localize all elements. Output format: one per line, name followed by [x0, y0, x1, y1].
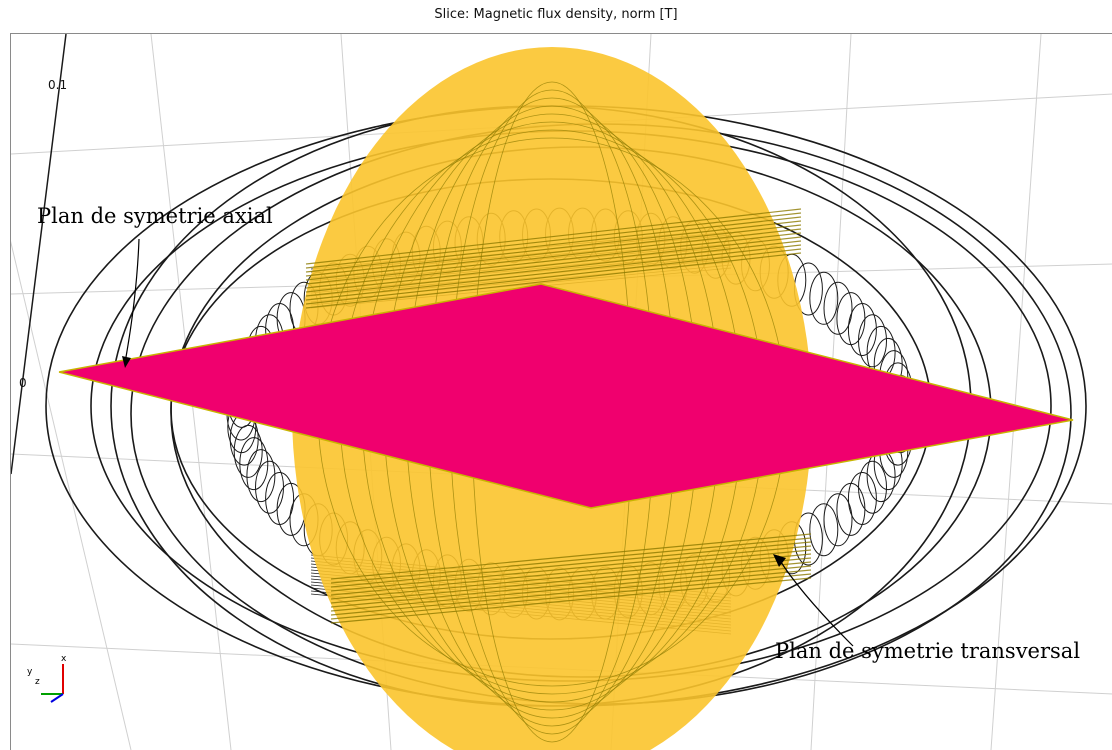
overlay-band	[330, 537, 812, 584]
coil-turn	[265, 472, 295, 525]
overlay-band	[305, 220, 802, 277]
coil-turn	[246, 449, 276, 503]
overlay-band	[305, 252, 802, 309]
coil-turn	[823, 281, 853, 335]
triad-y-label: y	[27, 667, 33, 677]
overlay-band	[305, 224, 802, 281]
overlay-band	[330, 541, 812, 588]
coil-turn	[809, 503, 839, 557]
overlay-band	[330, 549, 812, 596]
coil-turn	[809, 271, 839, 325]
overlay-band	[305, 216, 802, 273]
coil-turn	[858, 314, 887, 368]
scene-canvas	[11, 34, 1112, 750]
overlay-band	[305, 240, 802, 297]
plot-title: Slice: Magnetic flux density, norm [T]	[434, 7, 678, 22]
grid-line	[990, 34, 1042, 750]
triad-z-label: z	[35, 677, 40, 687]
axial-symmetry-plane	[59, 284, 1073, 508]
grid-line	[11, 240, 132, 750]
coil-turn	[847, 472, 877, 525]
overlay-band	[330, 533, 812, 580]
coil-turn	[847, 303, 877, 356]
axis-tick-zero: 0	[19, 376, 27, 390]
arrowhead-axial	[122, 356, 131, 368]
overlay-band	[330, 573, 812, 620]
annotation-arrows	[122, 238, 854, 647]
3d-viewport[interactable]: 0.1 0 Plan de symetrie axial Plan de sym…	[10, 33, 1112, 750]
axis-line	[11, 34, 67, 475]
triad-z-axis	[50, 693, 64, 703]
overlay-band	[330, 545, 812, 592]
annotation-transversal-plane: Plan de symetrie transversal	[775, 639, 1081, 663]
overlay-band	[330, 565, 812, 612]
arrow-transversal	[778, 558, 854, 647]
coil-turn	[255, 460, 284, 514]
overlay-band	[305, 228, 802, 285]
overlay-band	[305, 244, 802, 301]
overlay-band	[330, 569, 812, 616]
annotation-axial-plane: Plan de symetrie axial	[37, 204, 273, 228]
overlay-band	[305, 248, 802, 305]
overlay-band	[330, 577, 812, 624]
triad-x-label: x	[61, 654, 67, 664]
overlay-band	[330, 561, 812, 608]
overlay-band	[330, 557, 812, 604]
arrow-axial	[125, 238, 140, 358]
overlay-band	[305, 236, 802, 293]
axis-triad	[41, 664, 64, 703]
coil-turn	[836, 482, 866, 536]
arrowhead-transversal	[773, 554, 786, 567]
axis-tick-top: 0.1	[48, 78, 68, 92]
coil-turn	[823, 493, 853, 547]
overlay-band	[305, 208, 802, 265]
overlay-band	[305, 232, 802, 289]
overlay-band	[330, 553, 812, 600]
axial-plane-edge	[58, 283, 1074, 509]
coil-turn	[233, 424, 263, 478]
overlay-band	[305, 212, 802, 269]
